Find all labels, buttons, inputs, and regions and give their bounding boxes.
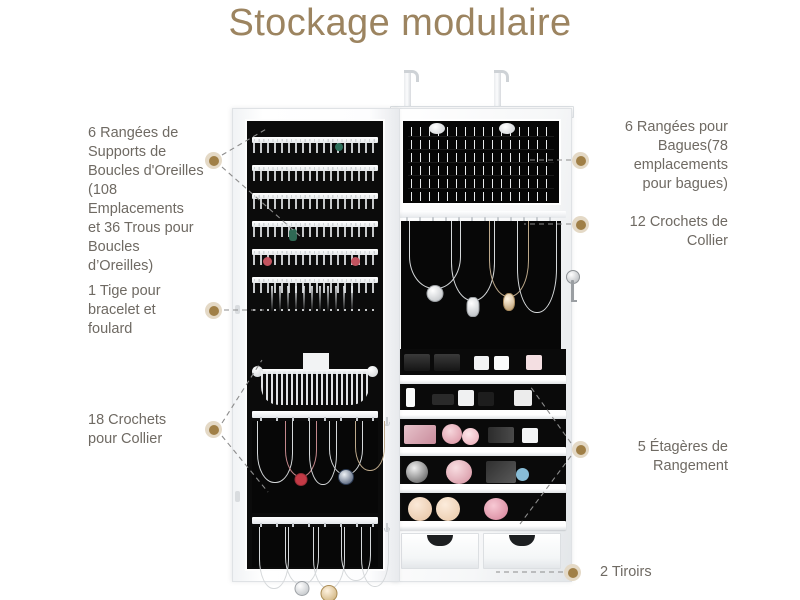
earring-accent [351,257,360,266]
door-hook-right-icon [494,70,509,110]
necklace-hook-rail-lower [252,517,390,532]
shelf-gap [398,419,566,449]
earring-bar [252,137,378,143]
annotation-line: Supports de [88,144,167,160]
bracelet-tag [303,353,329,370]
annotation-bracelet-rod: 1 Tige pour bracelet et foulard [88,282,206,339]
annotation-line: 12 Crochets de [629,214,728,230]
storage-shelf [398,521,566,530]
shelf-gap [398,384,566,412]
annotation-line: Boucles d'Oreilles [88,163,204,179]
marker-ring-rows [572,152,589,169]
annotation-line: foulard [88,321,133,337]
drawer-left[interactable] [401,533,479,569]
key-icon [571,280,576,302]
storage-shelf [398,410,566,419]
necklace [361,527,389,587]
ring-highlight [499,123,515,134]
annotation-line: bracelet et [88,302,156,318]
annotation-storage-shelves: 5 Étagères de Rangement [588,438,728,476]
annotation-line: 1 Tige pour [88,283,161,299]
necklace [517,221,557,313]
annotation-line: 18 Crochets [88,412,167,428]
annotation-line: Bagues(78 [657,138,728,154]
marker-necklace-hooks-left [205,421,222,438]
annotation-necklace-hooks-right: 12 Crochets de Collier [588,213,728,251]
annotation-line: pour Collier [88,431,163,447]
mirror-door[interactable] [232,108,400,600]
necklace-hook-rail-cabinet [398,211,566,226]
necklace-hook-rail-upper [252,411,390,426]
annotation-line: emplacements [633,157,728,173]
annotation-line: et 36 Trous pour [88,220,194,236]
shelf-gap [398,349,566,377]
ring-storage-panel [401,119,561,205]
door-inner-felt [245,119,390,600]
necklace [313,527,345,600]
annotation-line: (108 Emplacements [88,182,184,217]
marker-drawers [564,564,581,581]
storage-shelf [398,484,566,493]
annotation-line: Boucles d’Oreilles) [88,239,154,274]
shelf-gap [398,456,566,486]
annotation-line: Rangement [653,458,728,474]
door-knob-icon [235,491,240,502]
drawer-pull-icon [509,535,535,546]
annotation-line: 2 Tiroirs [600,564,652,580]
product-illustration [232,62,580,600]
annotation-drawers: 2 Tiroirs [600,563,750,582]
door-knob-icon [235,305,240,314]
drawer-pull-icon [427,535,453,546]
annotation-line: Collier [686,233,728,249]
storage-shelf [398,447,566,456]
storage-shelf [398,375,566,384]
marker-bracelet-rod [205,302,222,319]
earring-accent [263,257,272,266]
annotation-line: 6 Rangées pour [624,119,728,135]
marker-earring-racks [205,152,222,169]
ring-highlight [429,123,445,134]
annotation-earring-racks: 6 Rangées de Supports de Boucles d'Oreil… [88,124,206,276]
earring-dangles [271,286,359,312]
earring-accent [289,229,297,241]
necklace [355,421,385,471]
annotation-line: 5 Étagères de [637,439,728,455]
cabinet-body [388,108,572,582]
bangles [261,371,369,405]
door-hook-left-icon [404,70,419,110]
annotation-line: 6 Rangées de [88,125,179,141]
page-title: Stockage modulaire [228,2,572,44]
annotation-necklace-hooks-left: 18 Crochets pour Collier [88,411,206,449]
marker-storage-shelves [572,441,589,458]
earring-accent [335,143,343,151]
annotation-line: pour bagues) [642,176,728,192]
marker-necklace-hooks-right [572,216,589,233]
shelf-gap [398,493,566,523]
drawer-right[interactable] [483,533,561,569]
annotation-ring-rows: 6 Rangées pour Bagues(78 emplacements po… [588,118,728,194]
